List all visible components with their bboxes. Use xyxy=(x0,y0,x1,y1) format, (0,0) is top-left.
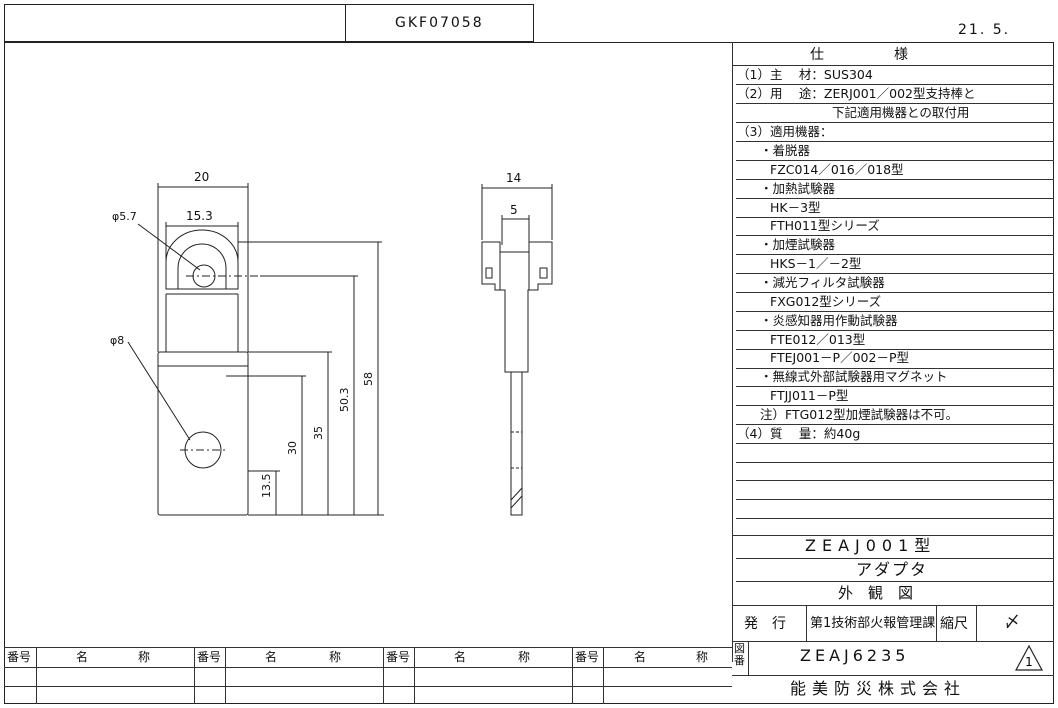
spec-line-16: FTEJ001－P／002－P型 xyxy=(770,350,909,365)
issue-label: 発 行 xyxy=(744,616,786,632)
dim-30: 30 xyxy=(286,441,299,455)
dim-front-inner-width: 15.3 xyxy=(186,209,213,223)
spec-line-12: ・減光フィルタ試験器 xyxy=(760,275,885,290)
spec-row-rule xyxy=(736,386,1054,387)
spec-row-rule xyxy=(736,198,1054,199)
spec-line-4: （3）適用機器： xyxy=(737,124,833,139)
spec-row-rule xyxy=(736,273,1054,274)
spec-line-8: HK－3型 xyxy=(770,200,821,215)
spec-line-18: FTJJ011－P型 xyxy=(770,388,849,403)
spec-row-rule xyxy=(736,462,1054,463)
spec-row-rule xyxy=(736,349,1054,350)
spec-row-rule xyxy=(736,179,1054,180)
spec-row-rule xyxy=(736,254,1054,255)
spec-row-rule xyxy=(736,480,1054,481)
spec-title-line xyxy=(732,65,1054,66)
spec-row-rule xyxy=(736,217,1054,218)
product-name: アダプタ xyxy=(856,560,929,579)
dim-hole-large: φ8 xyxy=(110,334,124,347)
revision-mark: 1 xyxy=(1014,644,1044,671)
parts-header-title-4: 称 xyxy=(696,650,709,664)
spec-title: 仕 様 xyxy=(810,47,908,63)
spec-line-2: （2）用 途：ZERJ001／002型支持棒と xyxy=(737,86,976,101)
spec-line-10: ・加煙試験器 xyxy=(760,237,836,252)
dim-58: 58 xyxy=(362,372,375,386)
spec-row-rule xyxy=(736,292,1054,293)
revision-number: 1 xyxy=(1025,655,1033,669)
spec-row-rule xyxy=(736,368,1054,369)
drawing-number: ZEAJ6235 xyxy=(800,646,910,665)
department: 第1技術部火報管理課 xyxy=(810,616,936,631)
spec-row-rule xyxy=(736,122,1054,123)
view-name: 外 観 図 xyxy=(838,584,914,602)
spec-row-rule xyxy=(736,141,1054,142)
spec-row-rule xyxy=(736,424,1054,425)
technical-drawing: 20 15.3 φ5.7 φ8 14 5 13.5 30 35 50.3 58 xyxy=(110,170,553,516)
dim-35: 35 xyxy=(312,426,325,440)
doc-date: 21. 5. xyxy=(958,22,1011,38)
spec-row-rule xyxy=(736,518,1054,519)
scale-label: 縮尺 xyxy=(940,616,968,632)
parts-header-no-4: 番号 xyxy=(575,650,600,664)
spec-line-17: ・無線式外部試験器用マグネット xyxy=(760,369,948,384)
dim-side-inner: 5 xyxy=(510,203,518,217)
spec-row-rule xyxy=(736,405,1054,406)
dim-front-width: 20 xyxy=(194,170,209,184)
parts-header-title-1: 称 xyxy=(138,650,151,664)
drawing-frame xyxy=(4,42,1054,704)
parts-header-no-3: 番号 xyxy=(386,650,411,664)
dim-13-5: 13.5 xyxy=(260,474,273,499)
spec-line-1: （1）主 材：SUS304 xyxy=(737,67,873,82)
spec-row-rule xyxy=(736,499,1054,500)
spec-divider xyxy=(732,42,733,662)
spec-row-rule xyxy=(736,443,1054,444)
spec-line-14: ・炎感知器用作動試験器 xyxy=(760,313,898,328)
spec-line-6: FZC014／016／018型 xyxy=(770,162,904,177)
spec-line-20: （4）質 量：約40g xyxy=(737,426,861,441)
dim-50-3: 50.3 xyxy=(338,388,351,413)
spec-line-5: ・着脱器 xyxy=(760,143,811,158)
spec-row-rule xyxy=(736,84,1054,85)
parts-header-name-1: 名 xyxy=(76,650,89,664)
parts-header-name-3: 名 xyxy=(454,650,467,664)
spec-row-rule xyxy=(736,103,1054,104)
dim-hole-small: φ5.7 xyxy=(112,210,137,223)
parts-header-name-4: 名 xyxy=(634,650,647,664)
spec-row-rule xyxy=(736,330,1054,331)
spec-row-rule xyxy=(736,311,1054,312)
parts-header-no-2: 番号 xyxy=(197,650,222,664)
parts-header-title-2: 称 xyxy=(329,650,342,664)
spec-line-13: FXG012型シリーズ xyxy=(770,294,882,309)
drawing-label: 図番 xyxy=(734,642,745,667)
parts-header-name-2: 名 xyxy=(265,650,278,664)
scale-value: 〆 xyxy=(1004,612,1021,631)
model-name: ZEAJ001型 xyxy=(805,536,937,555)
front-view xyxy=(127,183,384,516)
dim-side-width: 14 xyxy=(506,171,521,185)
spec-line-15: FTE012／013型 xyxy=(770,332,866,347)
side-view xyxy=(481,184,553,516)
spec-line-19: 注）FTG012型加煙試験器は不可。 xyxy=(760,407,959,422)
spec-line-3: 下記適用機器との取付用 xyxy=(832,105,970,120)
header-code-cell xyxy=(345,4,534,42)
spec-line-11: HKS－1／－2型 xyxy=(770,256,862,271)
spec-row-rule xyxy=(736,235,1054,236)
doc-code: GKF07058 xyxy=(395,15,484,31)
spec-line-7: ・加熱試験器 xyxy=(760,181,836,196)
spec-row-rule xyxy=(736,160,1054,161)
parts-header-no-1: 番号 xyxy=(7,650,32,664)
spec-line-9: FTH011型シリーズ xyxy=(770,218,880,233)
parts-header-title-3: 称 xyxy=(518,650,531,664)
company-name: 能美防災株式会社 xyxy=(790,679,967,698)
